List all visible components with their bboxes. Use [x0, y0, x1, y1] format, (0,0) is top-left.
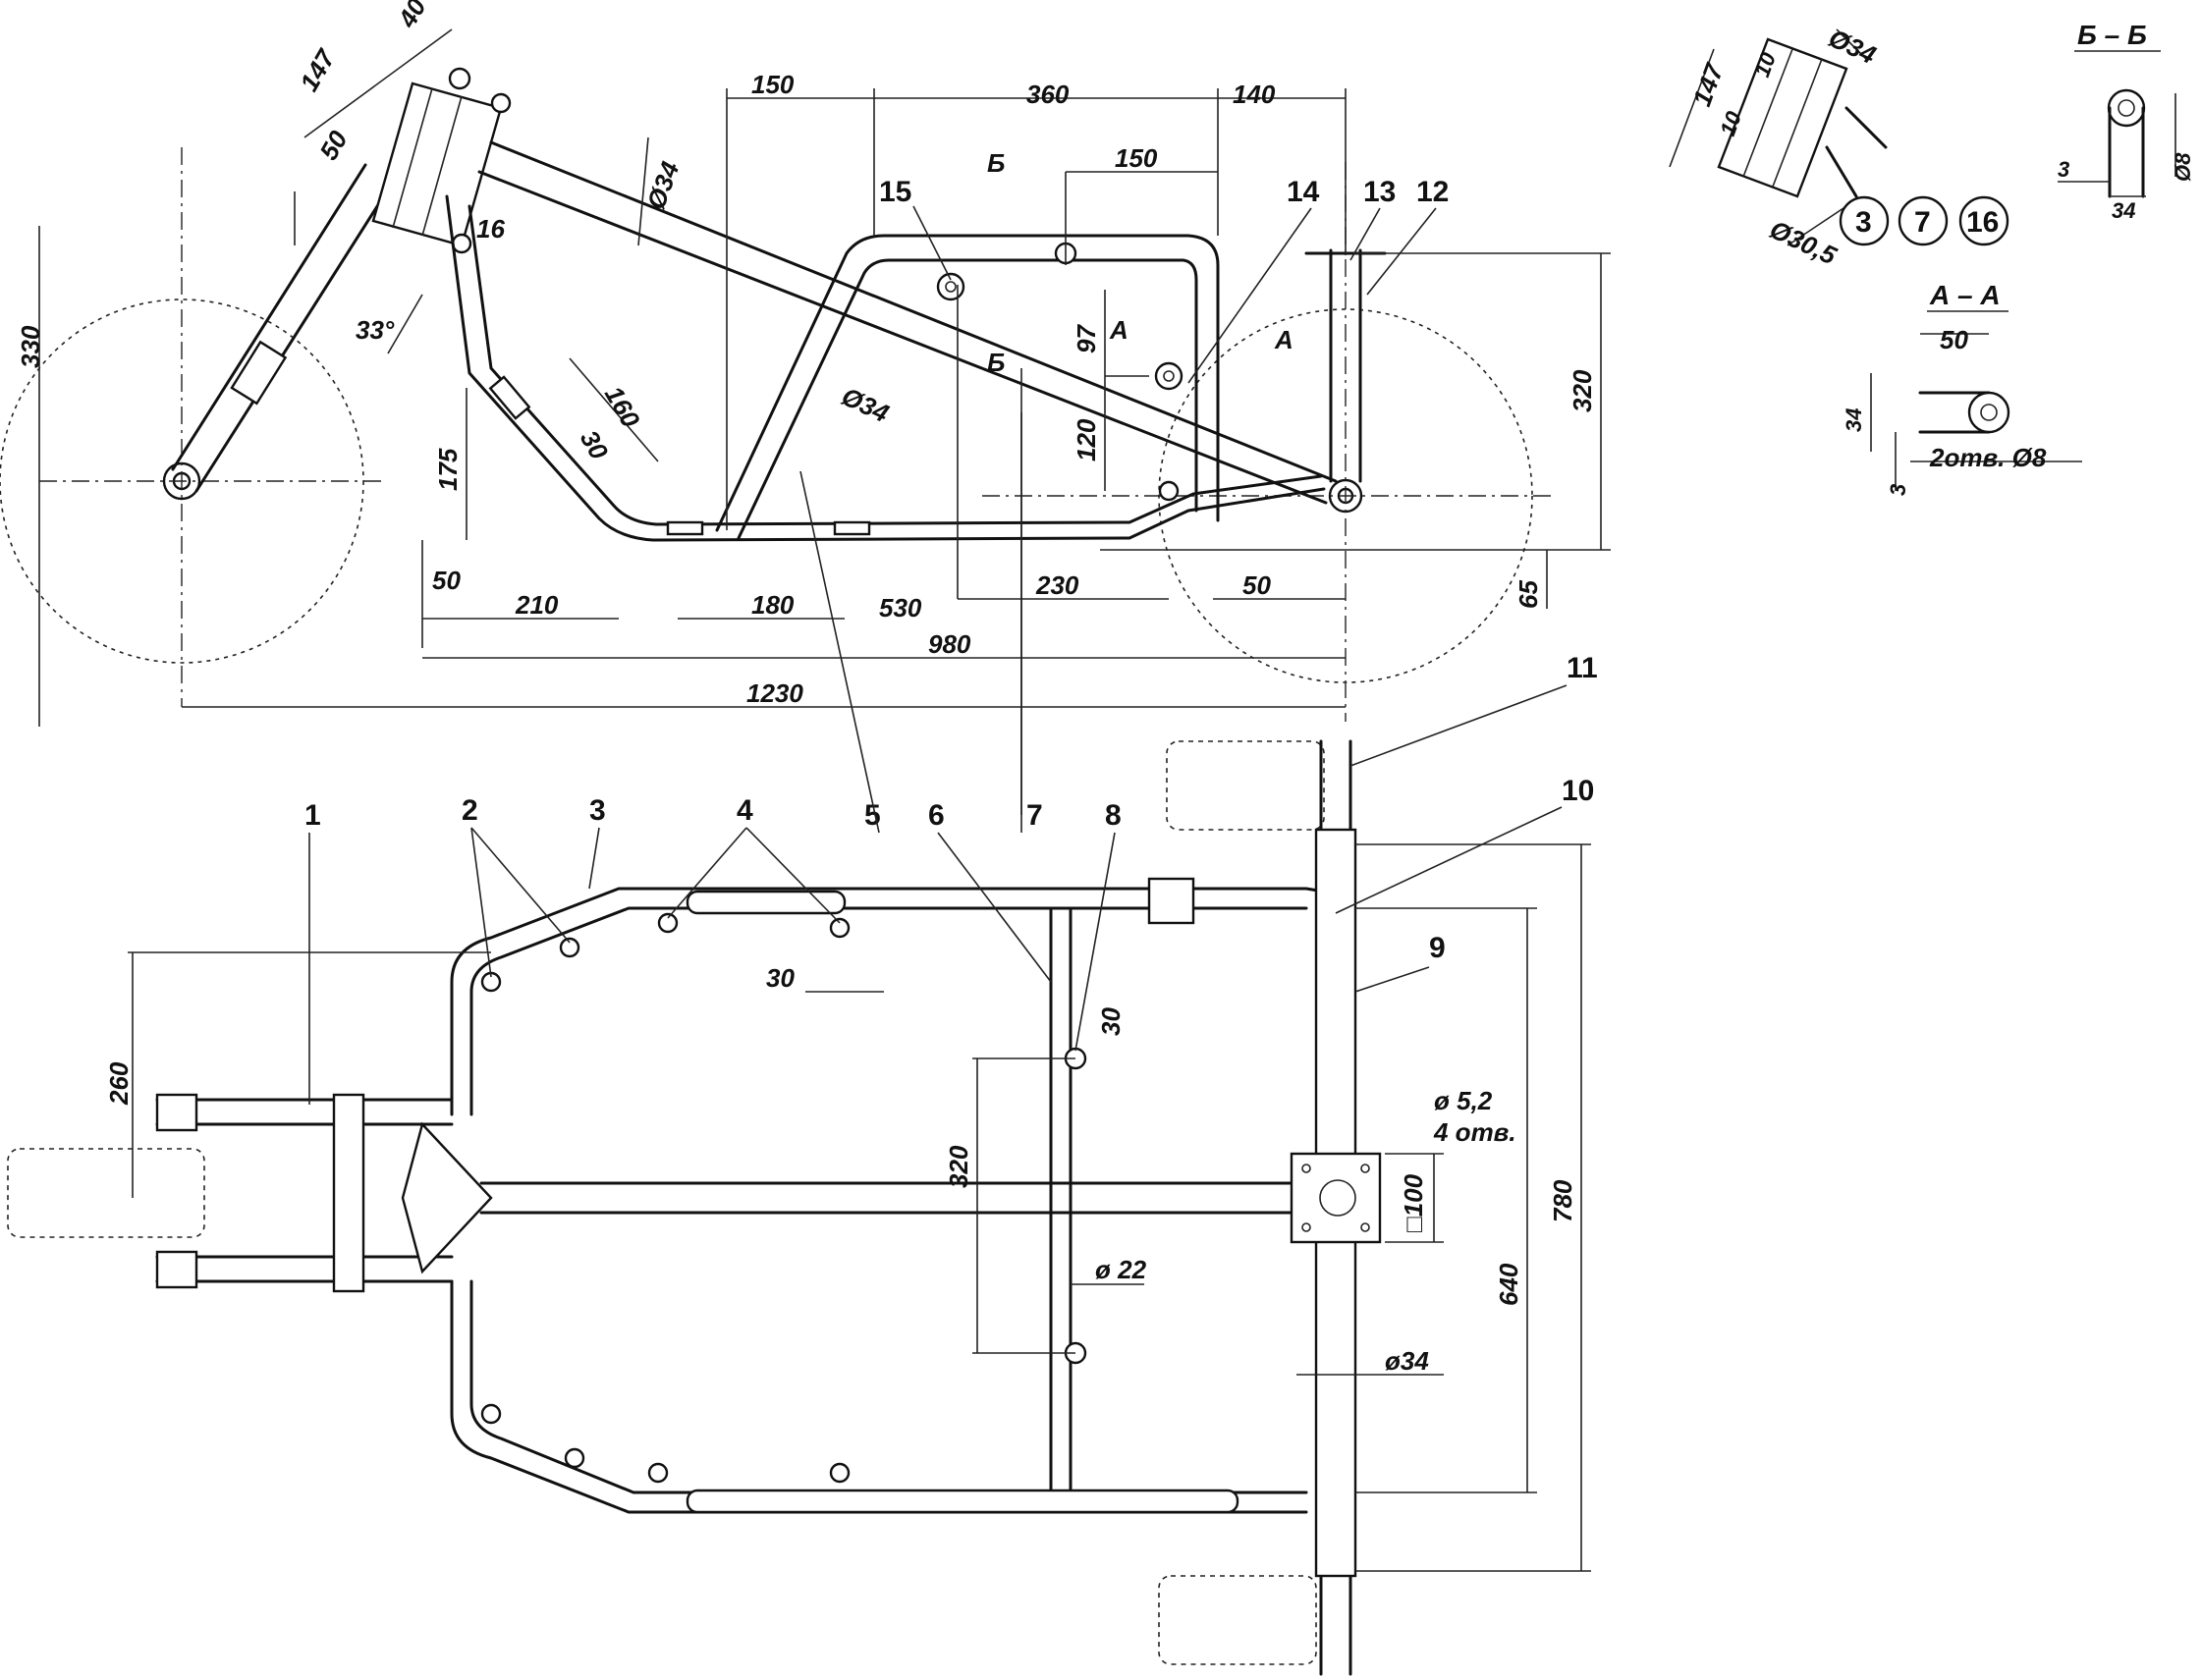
- callout-16: 16: [476, 214, 505, 244]
- top-view: 260 30 30 320 ø 22 ø 5,2 4 отв. □100 ø34…: [7, 412, 1598, 1676]
- frame-perimeter: [450, 887, 1338, 1514]
- front-wheel-top: [7, 1148, 205, 1238]
- detail-circle-7: 7: [1898, 195, 1949, 246]
- detail-circle-3: 3: [1839, 195, 1890, 246]
- dim-97: 97: [1072, 324, 1101, 353]
- side-callouts: 15 14 13 12: [879, 176, 1449, 384]
- top-callouts: 1 2 3 4 5 6 7 8 9 10 11: [304, 412, 1598, 1105]
- dim-210: 210: [515, 590, 559, 620]
- dim-50-bl: 50: [432, 566, 461, 595]
- dim-30-top-a: 30: [766, 963, 795, 993]
- dim-147-side: 147: [294, 43, 341, 96]
- section-a-a-title: А – А: [1929, 280, 2001, 310]
- section-a-a-dim-34: 34: [1842, 408, 1866, 432]
- steering-plate: [401, 1121, 493, 1274]
- dim-140: 140: [1233, 80, 1276, 109]
- crossmember: [1049, 906, 1073, 1494]
- callout-13: 13: [1363, 176, 1396, 208]
- dim-30-top-b: 30: [1096, 1007, 1126, 1036]
- detail-circle-7-label: 7: [1914, 206, 1931, 239]
- section-a-a-holes: 2отв. Ø8: [1929, 443, 2047, 472]
- section-b-b-dim-3: 3: [2058, 157, 2069, 182]
- dim-d34-top: ø34: [1385, 1346, 1429, 1376]
- rear-wheel-top-lower: [1158, 1575, 1317, 1665]
- dim-360: 360: [1026, 80, 1070, 109]
- section-b-b-dim-d8: Ø8: [2171, 152, 2195, 182]
- front-fork: [171, 163, 395, 493]
- callout-11: 11: [1567, 652, 1598, 684]
- dim-640: 640: [1494, 1263, 1523, 1306]
- dim-65: 65: [1513, 580, 1543, 609]
- dim-120: 120: [1072, 418, 1101, 461]
- dim-50-br: 50: [1242, 570, 1271, 600]
- dim-sq100: □100: [1399, 1173, 1428, 1232]
- callout-3: 3: [589, 794, 606, 827]
- callout-2: 2: [462, 794, 478, 827]
- dim-40: 40: [392, 0, 432, 33]
- dim-d34-top: Ø34: [640, 157, 685, 213]
- callout-12: 12: [1416, 176, 1449, 208]
- cut-marker-a-left: A: [1109, 315, 1128, 345]
- detail-dim-147: 147: [1686, 59, 1730, 110]
- callout-10: 10: [1562, 775, 1594, 807]
- detail-circle-16: 16: [1958, 195, 2009, 246]
- dim-30-side: 30: [575, 425, 615, 465]
- cut-marker-a-right: A: [1274, 325, 1293, 354]
- detail-dim-d30-5: Ø30,5: [1765, 214, 1841, 270]
- dim-260: 260: [104, 1061, 134, 1106]
- dim-230: 230: [1035, 570, 1079, 600]
- dim-angle-33: 33°: [356, 315, 395, 345]
- dim-1230: 1230: [746, 678, 803, 708]
- dim-d22: ø 22: [1095, 1255, 1147, 1284]
- callout-9: 9: [1429, 932, 1446, 964]
- dim-160: 160: [599, 381, 646, 433]
- dim-d5-2: ø 5,2: [1434, 1086, 1493, 1115]
- dim-4-holes: 4 отв.: [1433, 1117, 1516, 1147]
- side-view: 147 40 50 330 33° Ø34 16 150 360 140 150…: [0, 0, 1611, 815]
- callout-14: 14: [1287, 176, 1320, 208]
- rear-upright: [1329, 248, 1362, 483]
- dim-175: 175: [433, 448, 463, 491]
- dim-50-head: 50: [313, 125, 354, 165]
- cut-marker-b-top: Б: [987, 148, 1005, 178]
- seat-subframe: [715, 234, 1220, 540]
- cut-marker-b-bottom: Б: [987, 348, 1005, 377]
- section-b-b: Б – Б 3 34 Ø8: [2058, 20, 2195, 223]
- callout-15: 15: [879, 176, 911, 208]
- dim-180: 180: [751, 590, 795, 620]
- detail-circle-16-label: 16: [1966, 206, 1999, 239]
- cradle-tube: [445, 194, 1326, 542]
- callout-6: 6: [928, 799, 945, 832]
- dim-530: 530: [879, 593, 922, 623]
- callout-8: 8: [1105, 799, 1122, 832]
- section-b-b-title: Б – Б: [2077, 20, 2147, 50]
- section-a-a-dim-50: 50: [1940, 325, 1968, 354]
- top-dimension-labels: 260 30 30 320 ø 22 ø 5,2 4 отв. □100 ø34…: [104, 963, 1577, 1376]
- section-b-b-dim-34: 34: [2112, 198, 2135, 223]
- side-dimension-lines: [38, 28, 1611, 815]
- dim-980: 980: [928, 629, 971, 659]
- dim-d34-mid: Ø34: [837, 381, 894, 428]
- dim-780: 780: [1548, 1179, 1577, 1222]
- detail-steering-head: 147 10 10 Ø34 Ø30,5 3 7 16: [1669, 23, 2009, 271]
- section-a-a-dim-3: 3: [1886, 484, 1910, 496]
- section-a-a: А – А 50 34 3 2отв. Ø8: [1842, 280, 2082, 496]
- callout-7: 7: [1026, 799, 1043, 832]
- spine-tube: [479, 1181, 1298, 1215]
- dim-150-top: 150: [751, 70, 795, 99]
- engine-plate: [1290, 1152, 1382, 1244]
- callout-1: 1: [304, 799, 321, 832]
- rear-wheel-top-upper: [1166, 740, 1325, 831]
- callout-4: 4: [737, 794, 753, 827]
- dim-320-side: 320: [1568, 369, 1597, 412]
- dim-330: 330: [16, 325, 45, 368]
- dim-320-top: 320: [944, 1145, 973, 1188]
- dim-150-inner: 150: [1115, 143, 1158, 173]
- detail-circle-3-label: 3: [1855, 206, 1872, 239]
